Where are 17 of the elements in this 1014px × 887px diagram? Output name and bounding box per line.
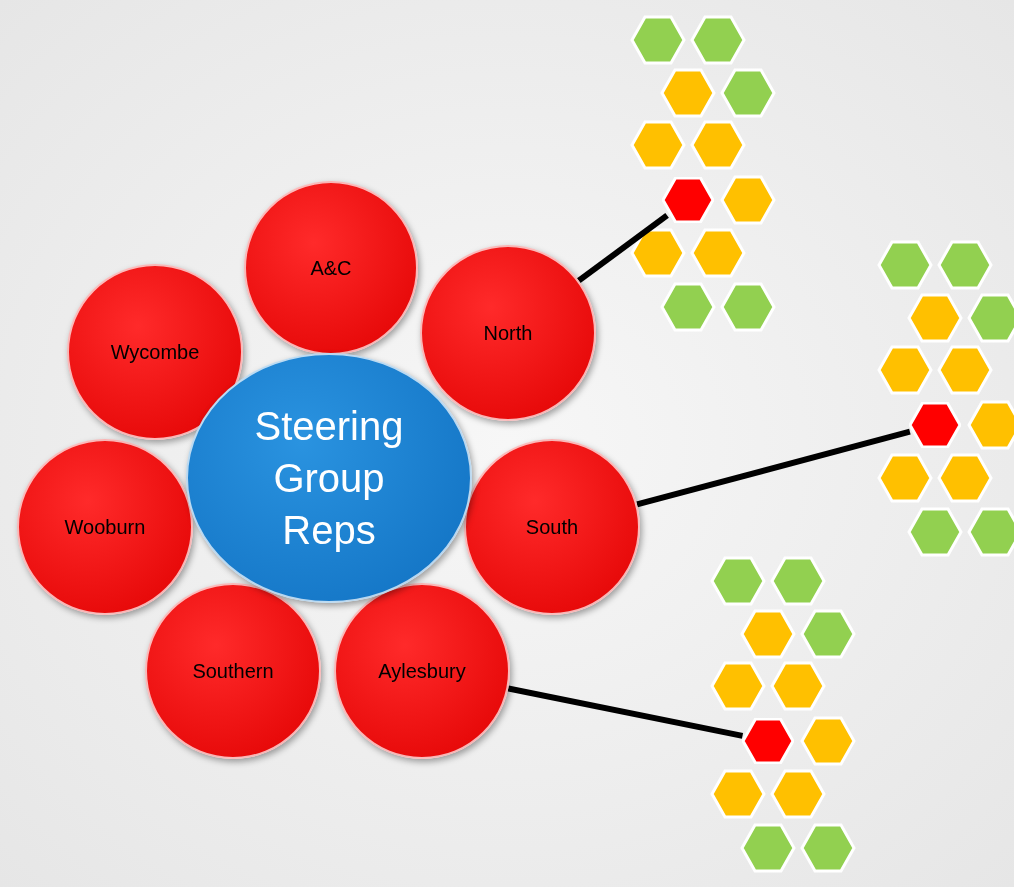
hexagon <box>909 402 961 448</box>
node-label: Steering Group Reps <box>253 403 405 554</box>
circle <box>244 181 418 355</box>
circle <box>420 245 596 421</box>
node-label: Wooburn <box>64 515 146 539</box>
hexagon <box>742 718 794 764</box>
node-label: Aylesbury <box>378 659 466 683</box>
circle <box>17 439 193 615</box>
connector-line <box>507 685 744 739</box>
hexagon <box>662 177 714 223</box>
connector-line <box>577 213 669 284</box>
node-label: Wycombe <box>110 340 200 364</box>
connector-line <box>636 428 911 508</box>
node-label: Southern <box>192 659 274 683</box>
node-label: A&C <box>310 256 352 280</box>
node-label: South <box>525 515 579 539</box>
node-label: North <box>483 321 533 345</box>
